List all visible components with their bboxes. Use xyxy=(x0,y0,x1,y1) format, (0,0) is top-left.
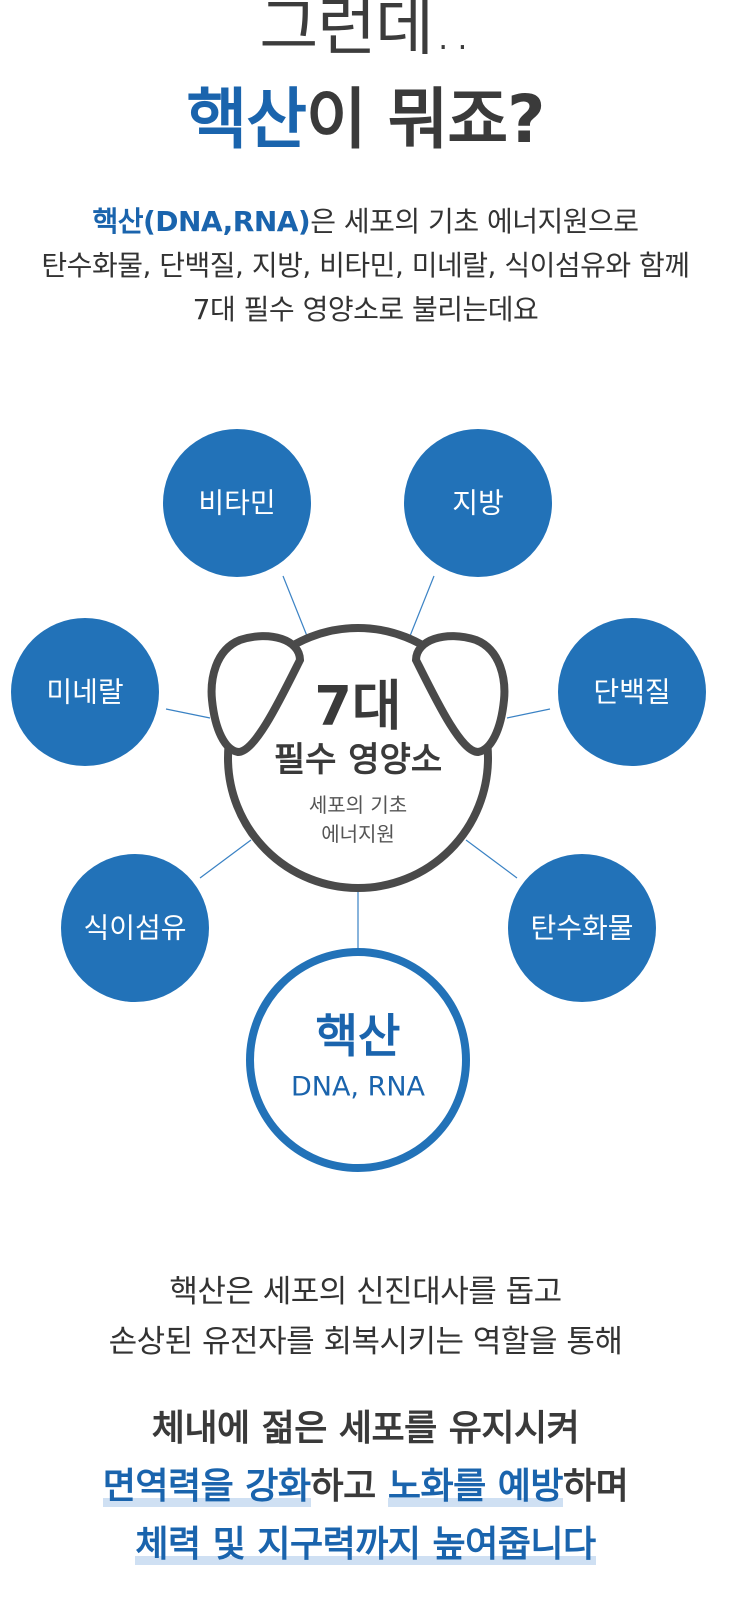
center-desc2: 에너지원 xyxy=(321,822,395,846)
svg-text:미네랄: 미네랄 xyxy=(46,676,123,709)
heading-line2: 핵산이 뭐죠? xyxy=(0,78,731,162)
heading-line1: 그런데.. xyxy=(259,0,472,65)
highlight-immunity: 면역력을 강화 xyxy=(102,1466,311,1507)
svg-text:단백질: 단백질 xyxy=(593,676,670,709)
nucleic-sub: DNA, RNA xyxy=(291,1072,426,1103)
highlight-anti-aging: 노화를 예방 xyxy=(387,1466,563,1507)
highlight-stamina: 체력 및 지구력까지 높여줍니다 xyxy=(135,1524,596,1565)
heading-rest: 이 뭐죠? xyxy=(306,81,545,158)
bottom-line1: 핵산은 세포의 신진대사를 돕고 xyxy=(169,1274,562,1310)
bottom-line5: 체력 및 지구력까지 높여줍니다 xyxy=(0,1516,731,1574)
intro-line3: 7대 필수 영양소로 불리는데요 xyxy=(192,293,539,326)
center-desc1: 세포의 기초 xyxy=(309,793,407,817)
connector-mineral xyxy=(165,708,211,719)
node-nucleic-acid: 핵산 DNA, RNA xyxy=(246,948,470,1172)
bottom-emphasis: 체내에 젊은 세포를 유지시켜 면역력을 강화하고 노화를 예방하며 체력 및 … xyxy=(0,1400,731,1574)
bottom-line4: 면역력을 강화하고 노화를 예방하며 xyxy=(102,1466,629,1507)
intro-line1: 핵산(DNA,RNA)은 세포의 기초 에너지원으로 xyxy=(92,205,639,238)
node-carbs: 탄수화물 xyxy=(508,854,656,1002)
node-vitamin: 비타민 xyxy=(163,429,311,577)
intro-line2: 탄수화물, 단백질, 지방, 비타민, 미네랄, 식이섬유와 함께 xyxy=(41,249,690,282)
intro-paragraph: 핵산(DNA,RNA)은 세포의 기초 에너지원으로 탄수화물, 단백질, 지방… xyxy=(0,200,731,332)
nucleic-title: 핵산 xyxy=(316,1009,401,1063)
node-fat: 지방 xyxy=(404,429,552,577)
right-ear xyxy=(411,632,509,757)
connector-lines xyxy=(165,575,551,950)
node-mineral: 미네랄 xyxy=(11,618,159,766)
svg-text:비타민: 비타민 xyxy=(198,487,275,520)
bottom-paragraph: 핵산은 세포의 신진대사를 돕고 손상된 유전자를 회복시키는 역할을 통해 xyxy=(0,1267,731,1367)
bottom-line3: 체내에 젊은 세포를 유지시켜 xyxy=(151,1408,580,1449)
intro-highlight: 핵산(DNA,RNA) xyxy=(92,205,311,238)
connector-fiber xyxy=(199,839,252,879)
svg-text:식이섬유: 식이섬유 xyxy=(83,912,186,945)
left-ear xyxy=(207,632,305,757)
nutrient-diagram: 7대 필수 영양소 세포의 기초 에너지원 비타민 지방 미네랄 단백질 식이섬… xyxy=(11,429,706,1172)
node-protein: 단백질 xyxy=(558,618,706,766)
connector-carbs xyxy=(465,839,518,879)
heading-highlight: 핵산 xyxy=(186,81,307,158)
svg-text:지방: 지방 xyxy=(452,487,504,520)
connector-protein xyxy=(506,708,551,719)
node-fiber: 식이섬유 xyxy=(61,854,209,1002)
center-title: 7대 xyxy=(314,675,401,738)
svg-text:탄수화물: 탄수화물 xyxy=(530,912,633,945)
connector-vitamin xyxy=(282,575,308,637)
connector-fat xyxy=(409,575,435,637)
center-dog-shape xyxy=(207,624,509,892)
bottom-line2: 손상된 유전자를 회복시키는 역할을 통해 xyxy=(108,1324,623,1360)
center-subtitle: 필수 영양소 xyxy=(274,740,442,780)
